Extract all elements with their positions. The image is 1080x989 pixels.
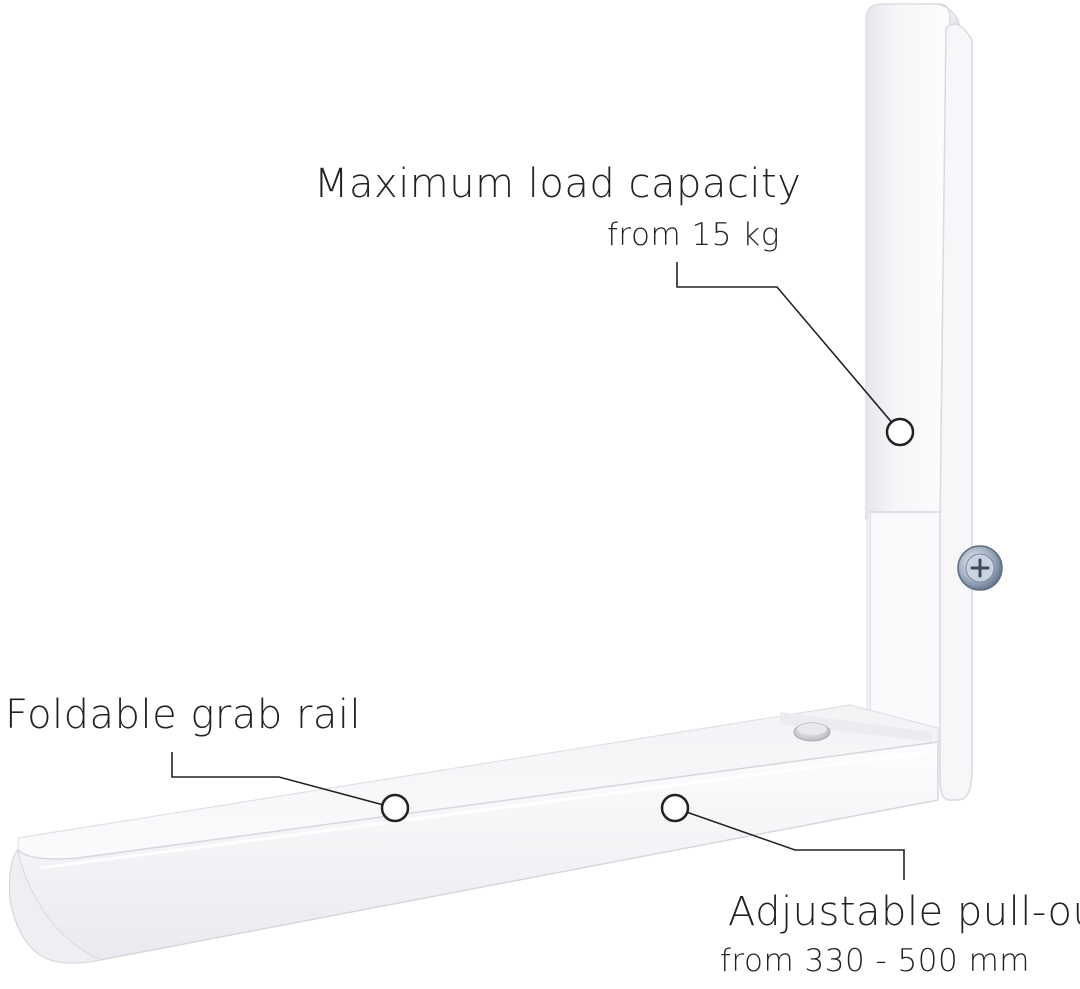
pullout-leader-line [674, 807, 905, 880]
load-leader-line [676, 262, 901, 433]
load-title: Maximum load capacity [314, 161, 802, 207]
rail-title: Foldable grab rail [5, 692, 362, 738]
pullout-marker [660, 793, 690, 823]
load-detail: from 15 kg [607, 217, 780, 253]
pullout-detail: from 330 - 500 mm [720, 943, 1030, 979]
callout-markers [380, 417, 915, 823]
pull-out-arm [8, 704, 939, 964]
hinge-screw [957, 545, 1003, 591]
load-marker [885, 417, 915, 447]
rail-marker [380, 793, 410, 823]
callout-lines [171, 262, 905, 880]
pullout-title: Adjustable pull-out [728, 889, 1080, 935]
upright-plate [939, 23, 973, 801]
rail-leader-line [171, 752, 396, 809]
